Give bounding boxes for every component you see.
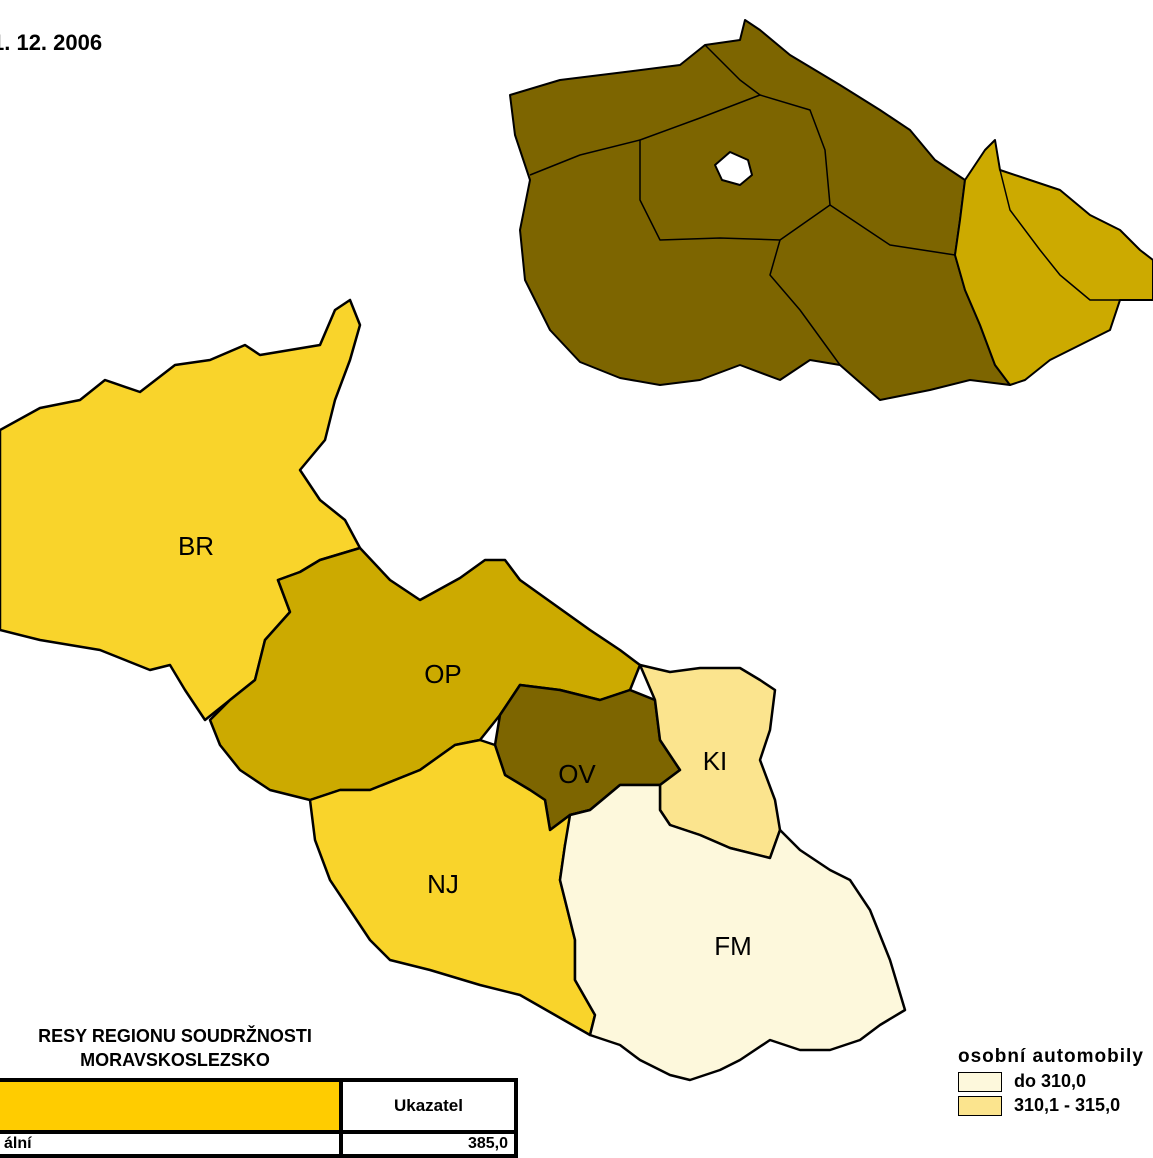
region-labels: BR OP OV KI NJ FM bbox=[178, 531, 752, 961]
region-label-ki: KI bbox=[703, 746, 728, 776]
legend-swatch bbox=[958, 1095, 1002, 1116]
region-label-br: BR bbox=[178, 531, 214, 561]
table-header-row: Ukazatel bbox=[0, 1078, 518, 1134]
table-header-cell bbox=[0, 1078, 343, 1134]
moravskoslezsko-map bbox=[0, 298, 907, 1082]
table-header-ukazatel: Ukazatel bbox=[339, 1078, 518, 1134]
region-label-fm: FM bbox=[714, 931, 752, 961]
table-cell-value: 385,0 bbox=[339, 1132, 518, 1158]
table-title: RESY REGIONU SOUDRŽNOSTI MORAVSKOSLEZSKO bbox=[38, 1026, 312, 1070]
indicator-table: Ukazatel ální 385,0 bbox=[0, 1078, 518, 1158]
region-label-op: OP bbox=[424, 659, 462, 689]
region-label-nj: NJ bbox=[427, 869, 459, 899]
legend-swatch bbox=[958, 1071, 1002, 1092]
table-row: ální 385,0 bbox=[0, 1132, 518, 1158]
map: BR OP OV KI NJ FM bbox=[0, 19, 1153, 1082]
legend-title: osobní automobily bbox=[958, 1046, 1144, 1067]
region-label-ov: OV bbox=[558, 759, 596, 789]
inset-prague bbox=[714, 151, 753, 186]
date-label: 1. 12. 2006 bbox=[0, 30, 103, 55]
czech-republic-inset bbox=[509, 19, 1153, 401]
legend-item: 310,1 - 315,0 bbox=[958, 1095, 1144, 1116]
legend-label: 310,1 - 315,0 bbox=[1014, 1095, 1121, 1115]
region-br bbox=[0, 298, 362, 722]
legend-item: do 310,0 bbox=[958, 1071, 1144, 1092]
legend: osobní automobily do 310,0 310,1 - 315,0 bbox=[958, 1046, 1144, 1116]
legend-label: do 310,0 bbox=[1014, 1071, 1087, 1091]
inset-dark-region bbox=[509, 19, 1011, 401]
table-cell-name: ální bbox=[0, 1132, 343, 1158]
region-fm bbox=[558, 783, 907, 1082]
